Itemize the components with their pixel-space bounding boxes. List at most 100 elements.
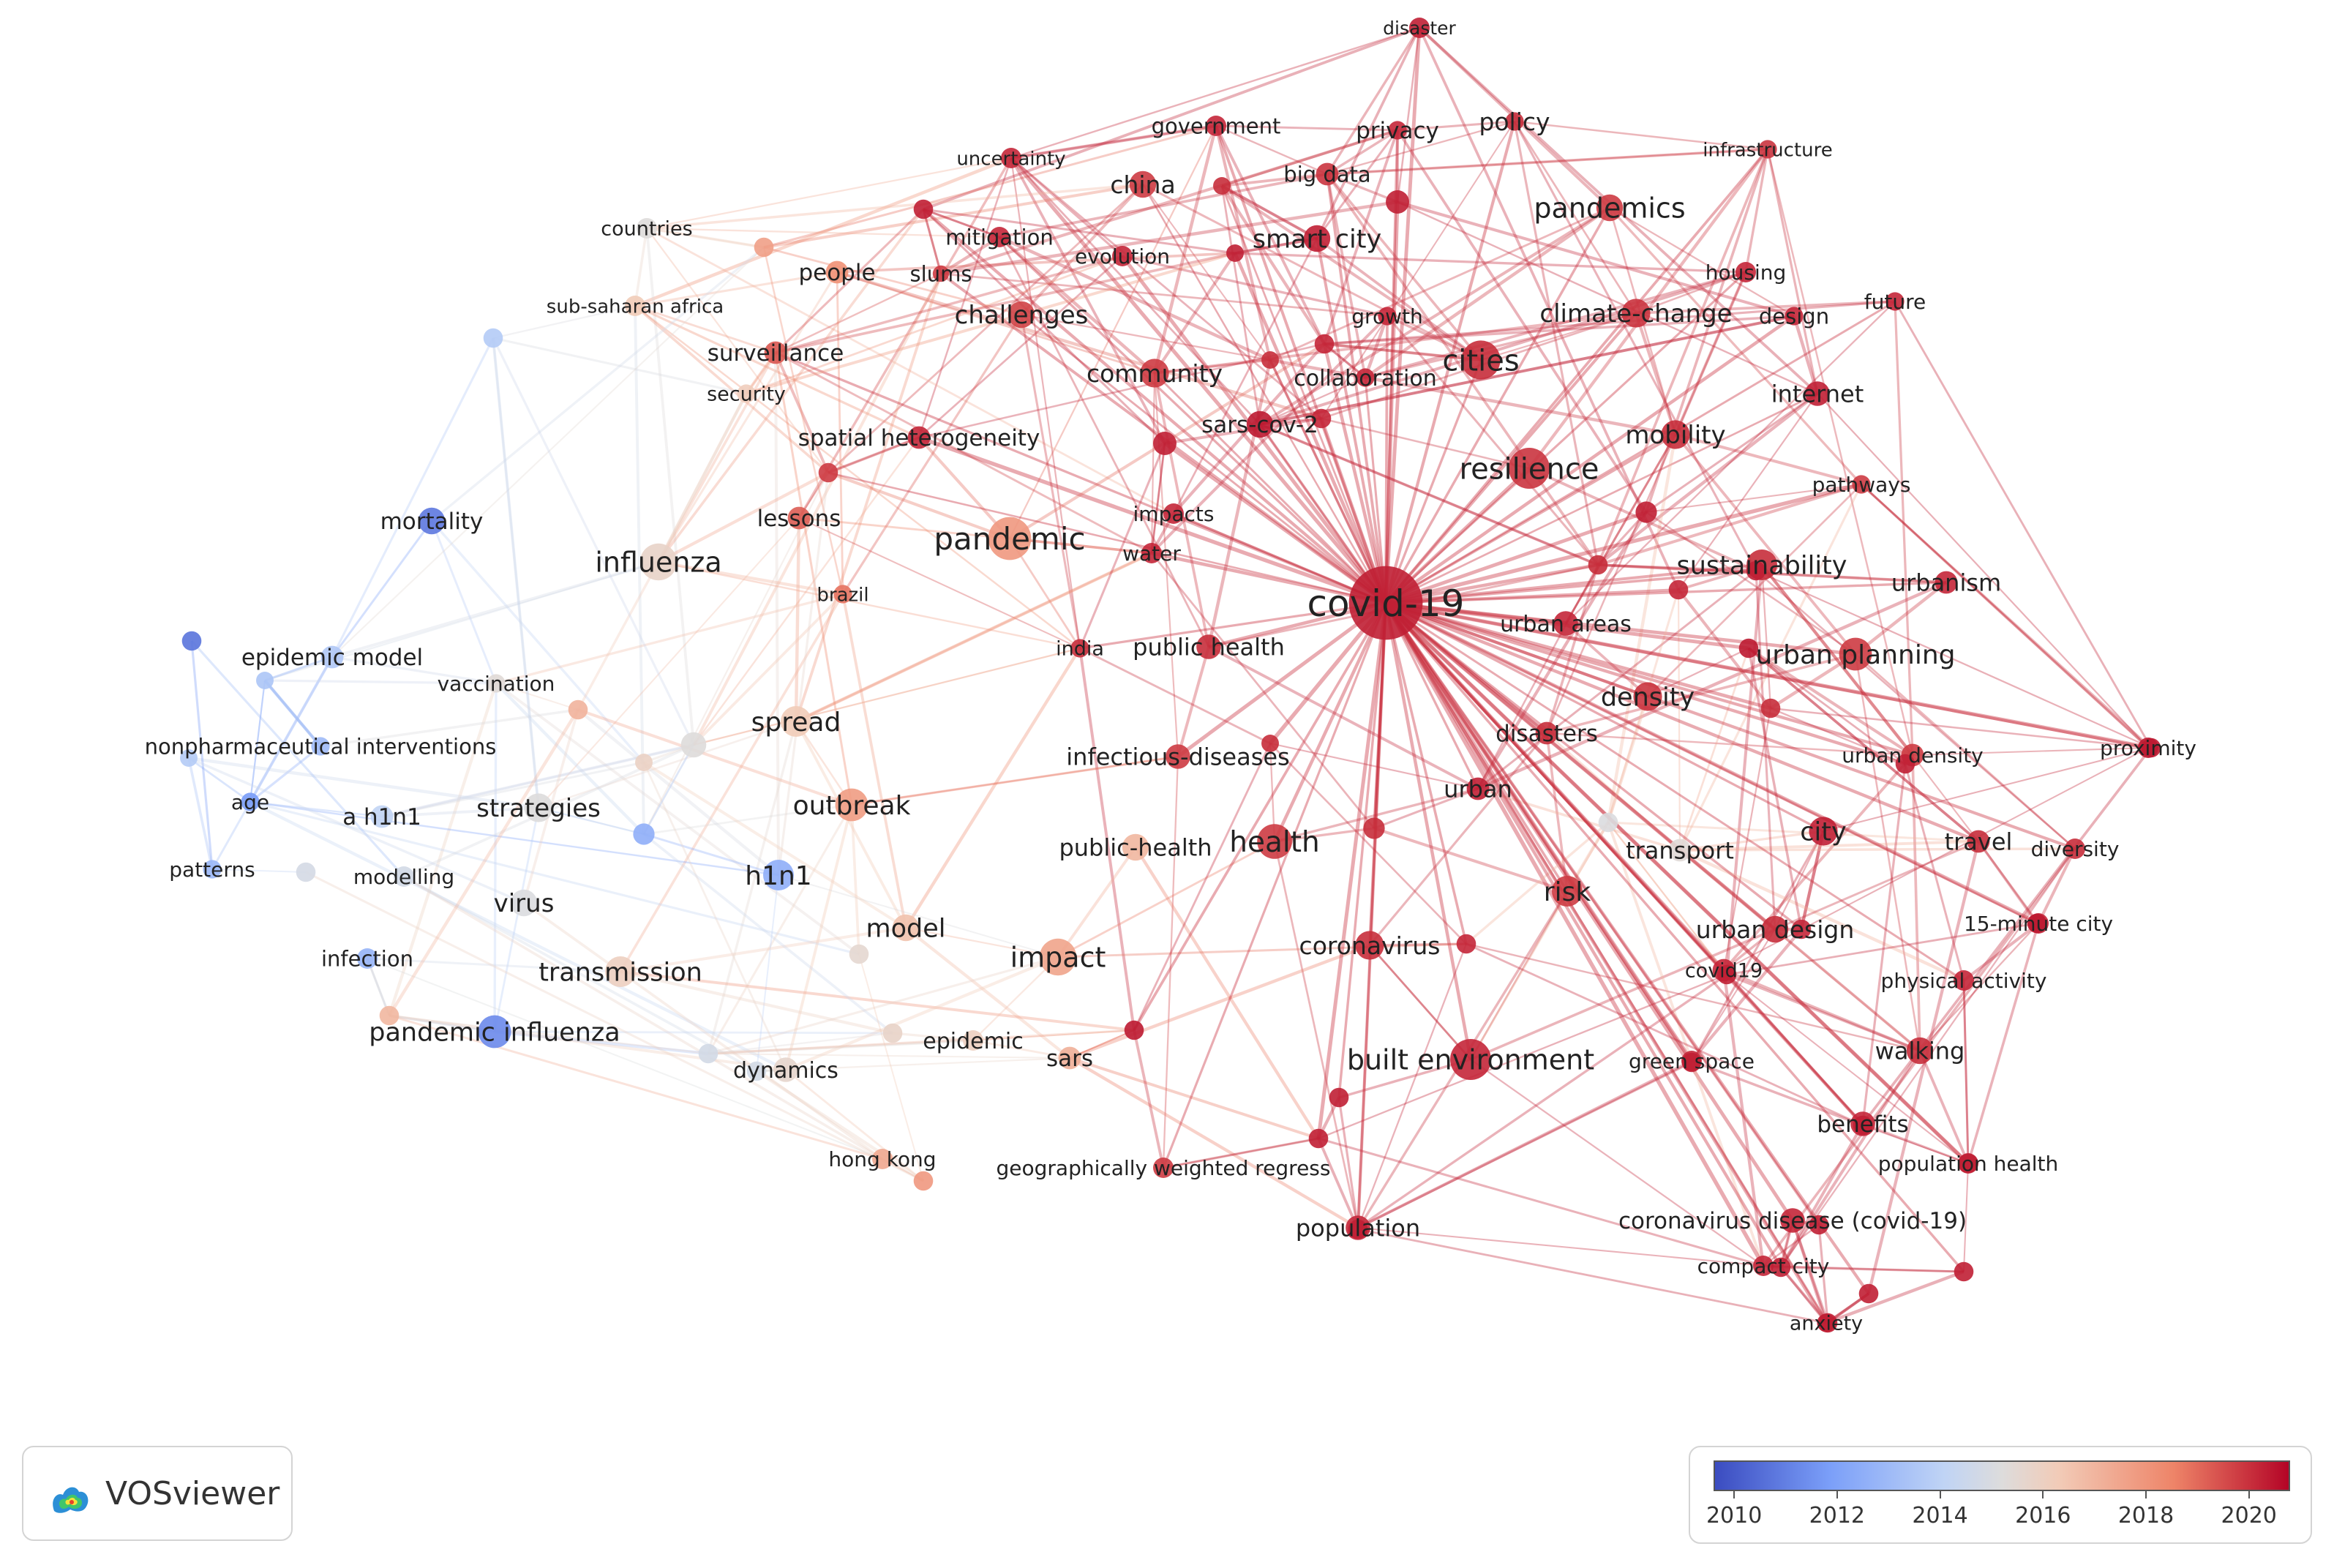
node-influenza[interactable] <box>639 543 678 581</box>
network-node[interactable] <box>568 699 588 720</box>
node-label[interactable]: built environment <box>1347 1044 1594 1076</box>
network-node[interactable] <box>181 631 202 651</box>
network-node[interactable] <box>483 328 503 348</box>
node-epidemic-model[interactable] <box>320 645 344 669</box>
node-diversity[interactable] <box>2065 839 2085 859</box>
node-label[interactable]: transport <box>1626 837 1734 865</box>
node-urban-design[interactable] <box>1761 915 1789 943</box>
node-mobility[interactable] <box>1661 420 1690 449</box>
node-label[interactable]: travel <box>1945 828 2013 856</box>
network-node[interactable] <box>1311 408 1332 429</box>
node-label[interactable]: brazil <box>817 584 868 606</box>
node-label[interactable]: spatial heterogeneity <box>798 425 1040 451</box>
node-label[interactable]: nonpharmaceutical interventions <box>145 734 497 759</box>
network-node[interactable] <box>1226 244 1244 262</box>
node-health[interactable] <box>1257 824 1292 859</box>
network-node[interactable] <box>1746 560 1766 581</box>
node-label[interactable]: pandemics <box>1534 192 1685 225</box>
node-label[interactable]: urban density <box>1842 743 1984 768</box>
network-node[interactable] <box>1958 1153 1978 1174</box>
network-node[interactable] <box>1386 190 1409 214</box>
node-label[interactable]: people <box>798 260 875 286</box>
node-epidemic[interactable] <box>963 1030 983 1051</box>
node-label[interactable]: housing <box>1706 260 1787 285</box>
node-label[interactable]: infectious-diseases <box>1066 743 1289 771</box>
node-label[interactable]: transmission <box>539 959 702 988</box>
node-outbreak[interactable] <box>835 788 868 822</box>
network-node[interactable] <box>913 1171 934 1191</box>
network-node[interactable] <box>698 1043 718 1064</box>
node-physical-activity[interactable] <box>1954 970 1974 991</box>
node-label[interactable]: slums <box>910 261 972 286</box>
node-dynamics[interactable] <box>773 1057 798 1082</box>
node-model[interactable] <box>892 914 920 942</box>
network-node[interactable] <box>2141 738 2161 758</box>
network-node[interactable] <box>1598 812 1618 833</box>
node-label[interactable]: city <box>1800 818 1846 847</box>
network-node[interactable] <box>1853 1115 1873 1136</box>
node-label[interactable]: strategies <box>476 794 601 823</box>
node-label[interactable]: mobility <box>1625 421 1725 450</box>
node-label[interactable]: surveillance <box>708 340 844 367</box>
node-label[interactable]: government <box>1152 113 1281 138</box>
network-node[interactable] <box>1588 555 1608 575</box>
node-label[interactable]: mitigation <box>945 225 1053 250</box>
node-label[interactable]: health <box>1229 826 1319 859</box>
node-h1n1[interactable] <box>763 860 794 890</box>
node-label[interactable]: population health <box>1878 1152 2059 1176</box>
network-node[interactable] <box>1738 638 1759 659</box>
node-label[interactable]: density <box>1601 683 1695 713</box>
node-label[interactable]: smart city <box>1253 225 1381 255</box>
node-label[interactable]: future <box>1864 290 1926 314</box>
node-label[interactable]: pathways <box>1812 473 1911 497</box>
network-node[interactable] <box>1809 1215 1829 1235</box>
network-node[interactable] <box>180 749 198 767</box>
network-node[interactable] <box>754 237 774 258</box>
node-evolution[interactable] <box>1112 246 1133 266</box>
node-label[interactable]: walking <box>1875 1038 1965 1065</box>
network-node[interactable] <box>1348 1219 1368 1239</box>
node-urban[interactable] <box>1466 777 1490 800</box>
node-label[interactable]: geographically weighted regress <box>997 1156 1331 1180</box>
node-china[interactable] <box>1129 170 1157 198</box>
node-label[interactable]: dynamics <box>733 1058 838 1084</box>
network-node[interactable] <box>1895 754 1915 774</box>
network-node[interactable] <box>296 862 316 882</box>
network-node[interactable] <box>1153 432 1177 455</box>
network-node[interactable] <box>1771 1257 1791 1278</box>
network-node[interactable] <box>1314 334 1335 354</box>
network-node[interactable] <box>680 732 707 758</box>
network-node[interactable] <box>1261 351 1279 369</box>
node-label[interactable]: big data <box>1283 162 1370 187</box>
node-uncertainty[interactable] <box>1001 148 1021 168</box>
node-label[interactable]: india <box>1056 638 1104 661</box>
node-label[interactable]: infection <box>321 946 413 971</box>
node-mortality[interactable] <box>418 507 446 535</box>
node-public-health[interactable] <box>1122 833 1149 861</box>
node-density[interactable] <box>1633 682 1662 711</box>
node-label[interactable]: resilience <box>1460 452 1599 486</box>
node-a-h1n1[interactable] <box>370 805 394 828</box>
node-label[interactable]: water <box>1122 541 1181 566</box>
node-label[interactable]: design <box>1759 304 1829 329</box>
network-node[interactable] <box>1954 1261 1974 1282</box>
network-node[interactable] <box>1858 1283 1879 1304</box>
node-cities[interactable] <box>1461 340 1501 380</box>
node-internet[interactable] <box>1805 381 1830 406</box>
node-future[interactable] <box>1885 292 1905 311</box>
node-age[interactable] <box>241 792 260 811</box>
node-modelling[interactable] <box>394 866 414 887</box>
node-label[interactable]: security <box>707 383 786 406</box>
node-label[interactable]: growth <box>1351 304 1422 329</box>
node-people[interactable] <box>825 260 849 284</box>
node-label[interactable]: impacts <box>1133 502 1215 526</box>
node-label[interactable]: community <box>1087 359 1223 388</box>
node-patterns[interactable] <box>203 860 222 879</box>
node-label[interactable]: urbanism <box>1891 569 2001 597</box>
node-label[interactable]: compact city <box>1697 1254 1830 1278</box>
node-government[interactable] <box>1206 116 1226 136</box>
node-hong-kong[interactable] <box>872 1149 893 1169</box>
node-countries[interactable] <box>637 218 657 239</box>
node-label[interactable]: hong kong <box>828 1147 936 1171</box>
node-urban-planning[interactable] <box>1839 637 1872 671</box>
